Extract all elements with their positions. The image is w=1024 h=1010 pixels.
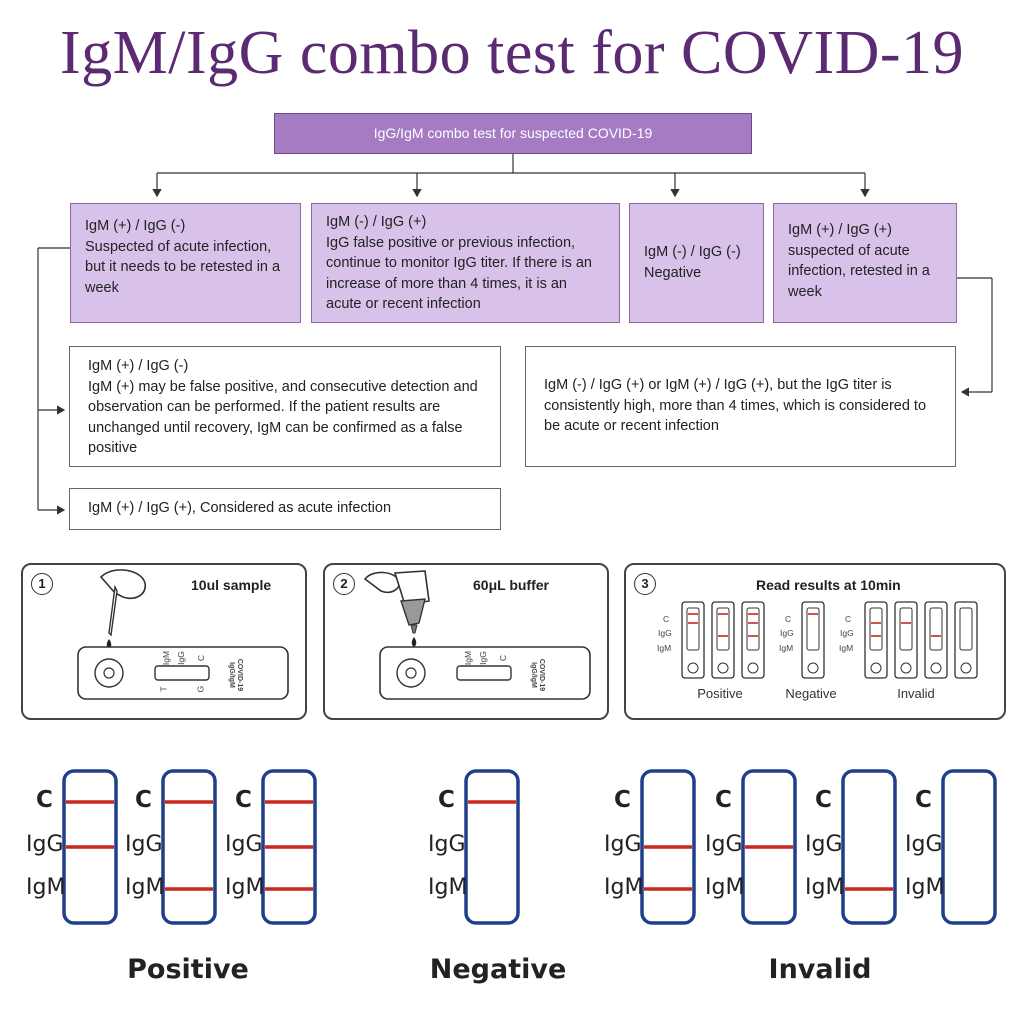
cassette-label-c: C — [196, 654, 207, 662]
page-title: IgM/IgG combo test for COVID-19 — [59, 19, 965, 87]
mini-cassette-well — [747, 662, 759, 674]
strip-frame — [161, 769, 217, 925]
strip-frame — [941, 769, 997, 925]
strip-label-igm: IgM — [125, 875, 165, 900]
group-label-negative: Negative — [429, 954, 567, 985]
strip-label-igg: IgG — [805, 832, 843, 857]
step-panel-read-results: 3 Read results at 10min — [624, 563, 1006, 720]
strip-label-igm: IgM — [225, 875, 265, 900]
mini-label-c: C — [845, 614, 852, 624]
mini-cassette-window — [929, 607, 943, 651]
cassette-label-t: T — [158, 686, 169, 692]
strip-frame — [464, 769, 520, 925]
step-title: 60μL buffer — [473, 577, 549, 593]
result-box-igm-neg-igg-pos: IgM (-) / IgG (+) IgG false positive or … — [311, 203, 620, 323]
mini-caption-invalid: Invalid — [897, 686, 935, 701]
mini-cassette-well — [900, 662, 912, 674]
cassette-label-igm: IgM — [463, 650, 474, 666]
strip-frame — [841, 769, 897, 925]
mini-cassette-well — [687, 662, 699, 674]
followup-box-false-positive: IgM (+) / IgG (-) IgM (+) may be false p… — [69, 346, 501, 467]
mini-cassette-well — [807, 662, 819, 674]
strip-label-igm: IgM — [705, 875, 745, 900]
mini-label-igm: IgM — [779, 643, 794, 653]
followup-box-high-titer: IgM (-) / IgG (+) or IgM (+) / IgG (+), … — [525, 346, 956, 467]
strip-label-c: C — [135, 787, 152, 813]
mini-cassette-window — [716, 607, 730, 651]
step-number: 3 — [634, 573, 656, 595]
strip-label-igm: IgM — [604, 875, 644, 900]
mini-label-igg: IgG — [658, 628, 672, 638]
mini-label-igm: IgM — [657, 643, 672, 653]
buffer-drop-illustration — [363, 570, 591, 700]
strip-label-igg: IgG — [905, 832, 943, 857]
strip-label-c: C — [915, 787, 932, 813]
strip-label-igg: IgG — [428, 832, 466, 857]
mini-caption-positive: Positive — [697, 686, 743, 701]
result-strips — [62, 769, 997, 925]
strip-label-igm: IgM — [805, 875, 845, 900]
strip-label-igg: IgG — [125, 832, 163, 857]
strip-label-igg: IgG — [604, 832, 642, 857]
cassette-brand-line2: IgG/IgM — [530, 662, 537, 688]
step-panel-sample: 1 10ul sample IgM IgG C T G COVID-19 IgG… — [21, 563, 307, 720]
mini-cassette-well — [960, 662, 972, 674]
strip-label-igg: IgG — [26, 832, 64, 857]
mini-cassette-well — [870, 662, 882, 674]
mini-label-igg: IgG — [840, 628, 854, 638]
cassette-label-g: G — [195, 685, 206, 693]
mini-cassette-window — [869, 607, 883, 651]
cassette-brand-line2: IgG/IgM — [228, 662, 235, 688]
group-label-invalid: Invalid — [768, 954, 872, 985]
flowchart-connectors — [37, 153, 993, 515]
cassette-brand: COVID-19 IgG/IgM — [227, 655, 243, 695]
cassette-brand-line1: COVID-19 — [538, 658, 545, 692]
mini-caption-negative: Negative — [785, 686, 837, 701]
mini-cassette-window — [686, 607, 700, 651]
mini-cassette-well — [717, 662, 729, 674]
cassette-label-igm: IgM — [161, 650, 172, 666]
cassette-label-igg: IgG — [175, 651, 186, 665]
mini-cassette-window — [899, 607, 913, 651]
mini-result-cassettes — [681, 601, 978, 679]
step-number: 2 — [333, 573, 355, 595]
mini-cassette-window — [959, 607, 973, 651]
strip-label-c: C — [36, 787, 53, 813]
strip-label-c: C — [715, 787, 732, 813]
mini-label-c: C — [785, 614, 792, 624]
flow-root-box: IgG/IgM combo test for suspected COVID-1… — [274, 113, 752, 154]
flow-root-text: IgG/IgM combo test for suspected COVID-1… — [373, 125, 653, 141]
cassette-label-c: C — [498, 654, 509, 662]
step-title: 10ul sample — [191, 577, 272, 593]
sample-drop-illustration — [77, 569, 289, 700]
group-label-positive: Positive — [127, 954, 249, 985]
mini-cassette-window — [806, 607, 820, 651]
cassette-label-igg: IgG — [477, 651, 488, 665]
result-box-negative: IgM (-) / IgG (-) Negative — [629, 203, 764, 323]
strip-label-igm: IgM — [26, 875, 66, 900]
cassette-brand-line1: COVID-19 — [236, 658, 243, 692]
step-number: 1 — [31, 573, 53, 595]
step-panel-buffer: 2 60μL buffer IgM IgG C COVID-19 IgG/IgM — [323, 563, 609, 720]
mini-cassette-well — [930, 662, 942, 674]
strip-label-igg: IgG — [225, 832, 263, 857]
strip-label-c: C — [438, 787, 455, 813]
cassette-brand: COVID-19 IgG/IgM — [529, 655, 545, 695]
mini-label-c: C — [663, 614, 670, 624]
result-box-igm-pos-igg-neg: IgM (+) / IgG (-) Suspected of acute inf… — [70, 203, 301, 323]
step-title: Read results at 10min — [756, 577, 901, 593]
strip-label-igg: IgG — [705, 832, 743, 857]
mini-label-igm: IgM — [839, 643, 854, 653]
mini-cassette-window — [746, 607, 760, 651]
strip-label-c: C — [614, 787, 631, 813]
strip-label-igm: IgM — [905, 875, 945, 900]
result-box-igm-pos-igg-pos: IgM (+) / IgG (+) suspected of acute inf… — [773, 203, 957, 323]
strip-label-igm: IgM — [428, 875, 468, 900]
followup-box-acute-infection: IgM (+) / IgG (+), Considered as acute i… — [69, 488, 501, 530]
strip-label-c: C — [235, 787, 252, 813]
strip-label-c: C — [815, 787, 832, 813]
mini-label-igg: IgG — [780, 628, 794, 638]
